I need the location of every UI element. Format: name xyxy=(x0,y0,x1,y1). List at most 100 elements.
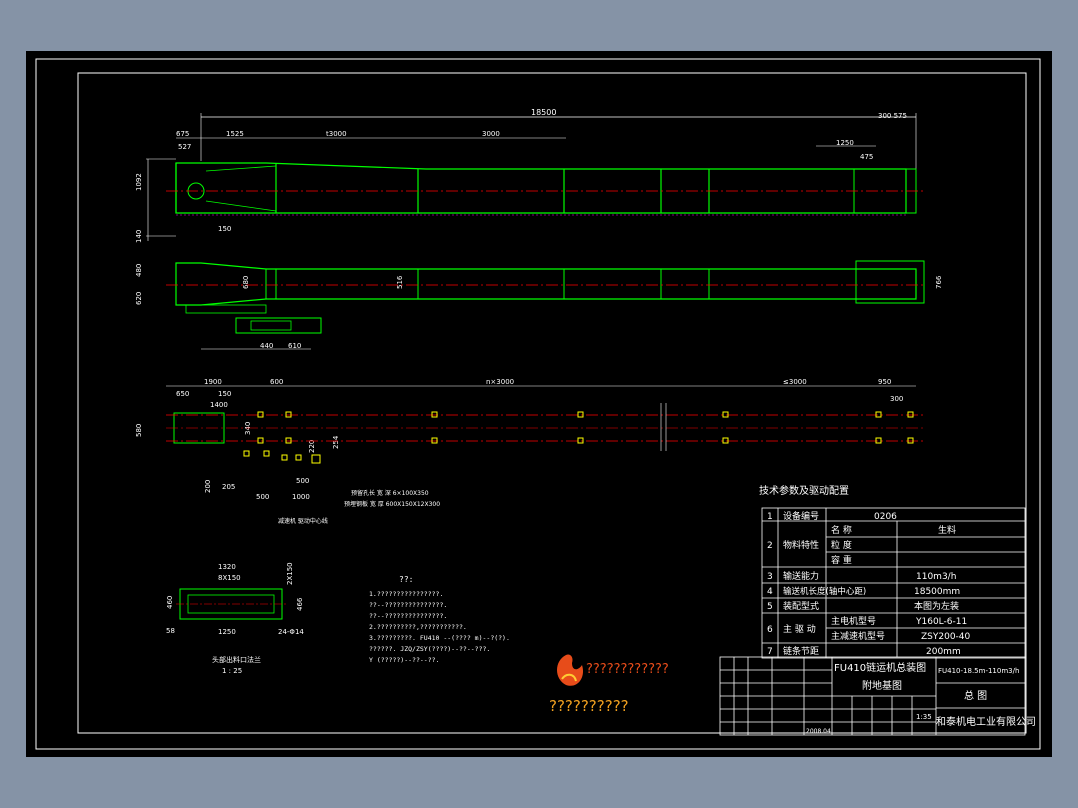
side-elevation: 18500 675 1525 t3000 3000 300 575 527 12… xyxy=(135,108,926,243)
dim-1525: 1525 xyxy=(226,130,244,138)
r6-no: 6 xyxy=(767,625,773,635)
r1-label: 设备编号 xyxy=(783,510,819,522)
flange-title: 头部出料口法兰 xyxy=(212,655,261,664)
r6-b-value: ZSY200-40 xyxy=(921,632,971,642)
outer-frame xyxy=(35,58,1041,750)
r5-no: 5 xyxy=(767,602,773,612)
dim-1400: 1400 xyxy=(210,401,228,409)
plan-view: 480 620 680 516 766 440 610 xyxy=(135,260,943,350)
dim-440: 440 xyxy=(260,342,273,350)
dim-527: 527 xyxy=(178,143,191,151)
dim-le3000: ≤3000 xyxy=(783,378,807,386)
drawing-type: 总 图 xyxy=(964,689,987,702)
notes-line2: ??--???????????????. xyxy=(369,601,447,609)
dim-3000: 3000 xyxy=(482,130,500,138)
r2-c: 容 重 xyxy=(831,554,852,566)
r3-no: 3 xyxy=(767,572,773,582)
notes-title: ??: xyxy=(399,575,413,584)
inner-frame xyxy=(77,72,1027,734)
title-block: FU410链运机总装图 附地基图 FU410-18.5m-110m3/h 总 图… xyxy=(719,656,1036,736)
notes-line4: 2.??????????,???????????. xyxy=(369,623,467,631)
dim-150: 150 xyxy=(218,225,231,233)
dim-1250b: 1250 xyxy=(218,628,236,636)
dim-620: 620 xyxy=(135,292,143,305)
drawing-scale: 1:35 xyxy=(916,713,932,721)
dim-480: 480 xyxy=(135,264,143,277)
r2-a: 名 称 xyxy=(831,524,852,536)
dim-475: 475 xyxy=(860,153,873,161)
dim-680: 680 xyxy=(242,276,250,289)
dim-600: 600 xyxy=(270,378,283,386)
r4-no: 4 xyxy=(767,587,773,597)
logo-line1: ???????????? xyxy=(586,662,669,677)
foundation-plan: 1900 600 n×3000 ≤3000 950 300 650 150 14… xyxy=(135,378,926,525)
dim-254: 254 xyxy=(332,435,340,449)
dim-220: 220 xyxy=(308,440,316,453)
r2-a-value: 生料 xyxy=(938,524,956,536)
dim-675: 675 xyxy=(176,130,189,138)
r2-label: 物料特性 xyxy=(783,539,819,551)
r6-a: 主电机型号 xyxy=(831,615,876,627)
dim-205: 205 xyxy=(222,483,235,491)
r1-no: 1 xyxy=(767,512,773,522)
r2-b: 粒 度 xyxy=(831,539,852,551)
drawing-code: FU410-18.5m-110m3/h xyxy=(938,667,1019,675)
flange-detail: 1320 8X150 1250 2X150 460 466 58 24-Φ14 … xyxy=(166,562,304,675)
parameter-table: 技术参数及驱动配置 1 设备编号 0206 2 物料特性 名 称 生料 粒 度 xyxy=(759,484,1026,659)
r1-value: 0206 xyxy=(874,512,897,522)
dim-516: 516 xyxy=(396,275,404,289)
r7-value: 200mm xyxy=(926,647,961,657)
dim-950: 950 xyxy=(878,378,891,386)
dim-nx3000: n×3000 xyxy=(486,378,514,386)
drawing-date: 2008.04 xyxy=(806,728,831,735)
r5-value: 本图为左装 xyxy=(914,600,959,612)
logo-line2: ?????????? xyxy=(549,697,629,715)
dim-466: 466 xyxy=(296,597,304,611)
dim-8x150: 8X150 xyxy=(218,574,241,582)
cad-drawing: 18500 675 1525 t3000 3000 300 575 527 12… xyxy=(35,58,1041,750)
params-heading: 技术参数及驱动配置 xyxy=(759,484,849,497)
r4-label: 输送机长度(轴中心距) xyxy=(783,586,866,597)
dim-58: 58 xyxy=(166,627,175,635)
notes-line1: 1.????????????????. xyxy=(369,590,443,598)
flange-scale: 1 : 25 xyxy=(222,667,242,675)
dim-460: 460 xyxy=(166,596,174,609)
dim-300-575: 300 575 xyxy=(878,112,907,120)
drawing-name-1: FU410链运机总装图 xyxy=(834,661,926,674)
notes-block: ??: 1.????????????????. ??--????????????… xyxy=(369,575,510,664)
notes-line5: 3.?????????. FU410 --(???? m)--?(?). xyxy=(369,634,510,642)
r2-no: 2 xyxy=(767,541,773,551)
dim-340: 340 xyxy=(244,422,252,435)
r7-label: 链条节距 xyxy=(783,645,819,657)
notes-line6: ??????. JZQ/ZSY(????)--??--???. xyxy=(369,645,490,653)
dim-1900: 1900 xyxy=(204,378,222,386)
r3-label: 输送能力 xyxy=(783,570,819,582)
r6-b: 主减速机型号 xyxy=(831,630,885,642)
note-reducer: 减速机 驱动中心线 xyxy=(278,517,328,525)
company-logo: ???????????? ?????????? xyxy=(549,654,669,715)
r4-value: 18500mm xyxy=(914,587,960,597)
dim-300: 300 xyxy=(890,395,903,403)
dim-2x150: 2X150 xyxy=(286,562,294,585)
dim-500: 500 xyxy=(256,493,269,501)
r5-label: 装配型式 xyxy=(783,600,819,612)
dim-650: 650 xyxy=(176,390,189,398)
note-embedded-plate: 预埋钢板 宽 厚 600X150X12X300 xyxy=(344,500,440,508)
note-reserved-hole: 预留孔长 宽 深 6×100X350 xyxy=(351,489,429,497)
dim-24x14: 24-Φ14 xyxy=(278,628,304,636)
drawing-sheet: 18500 675 1525 t3000 3000 300 575 527 12… xyxy=(26,51,1052,757)
dim-1320: 1320 xyxy=(218,563,236,571)
dim-200: 200 xyxy=(204,480,212,493)
dim-1000: 1000 xyxy=(292,493,310,501)
dim-tail3000: t3000 xyxy=(326,130,347,138)
r3-value: 110m3/h xyxy=(916,572,956,582)
dim-766: 766 xyxy=(935,275,943,289)
dim-1092: 1092 xyxy=(135,173,143,191)
dim-1250: 1250 xyxy=(836,139,854,147)
r6-a-value: Y160L-6-11 xyxy=(915,617,967,627)
dim-580: 580 xyxy=(135,424,143,437)
dim-length: 18500 xyxy=(531,108,556,117)
r7-no: 7 xyxy=(767,647,773,657)
drawing-name-2: 附地基图 xyxy=(862,679,902,692)
company-name: 和泰机电工业有限公司 xyxy=(936,715,1036,728)
